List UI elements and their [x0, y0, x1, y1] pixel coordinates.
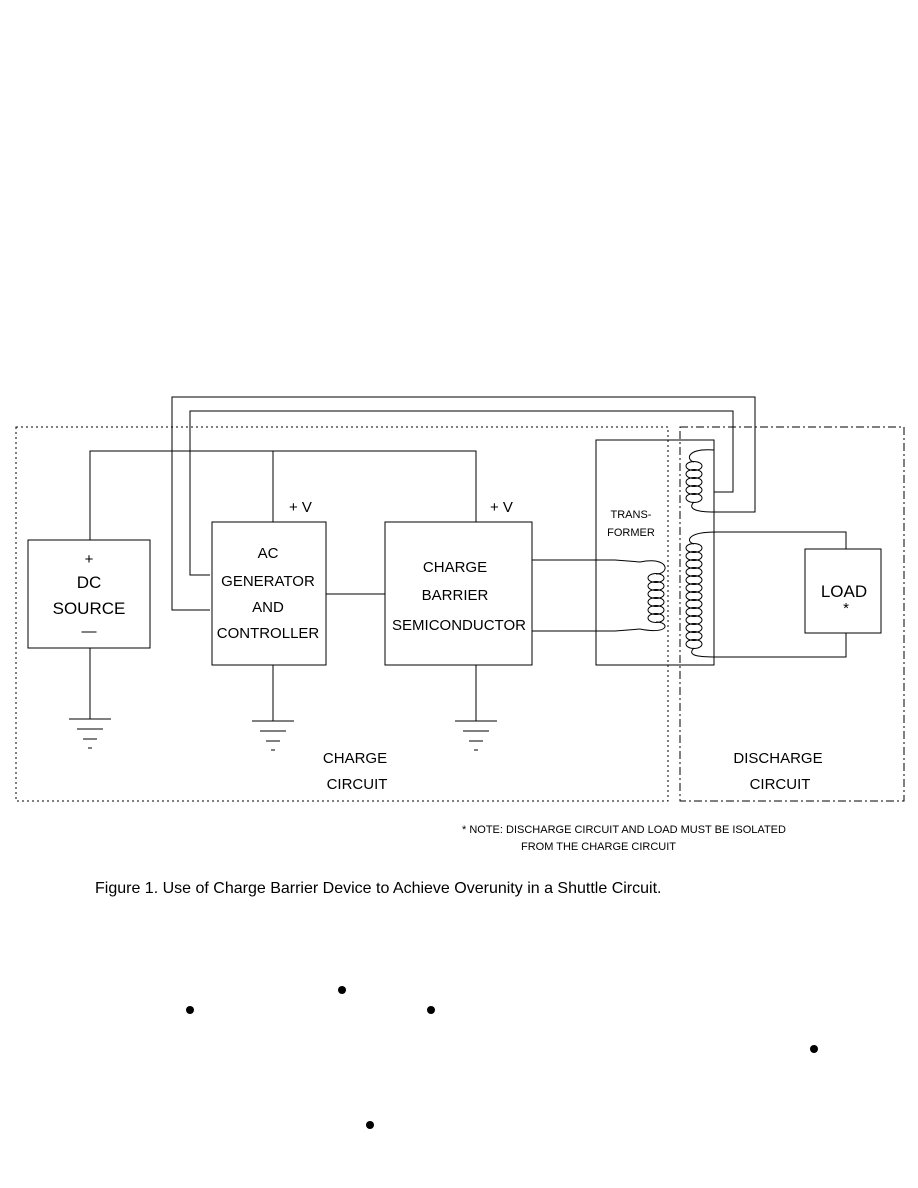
- load-asterisk: *: [843, 600, 849, 617]
- primary-wire-top: [532, 559, 641, 563]
- dc-source-block: [27, 539, 151, 649]
- isolation-note-line2: FROM THE CHARGE CIRCUIT: [521, 841, 676, 853]
- transformer-line2: FORMER: [607, 527, 655, 539]
- figure-caption: Figure 1. Use of Charge Barrier Device t…: [95, 880, 661, 897]
- speck-dot: [366, 1121, 374, 1129]
- ac-generator-supply-label: + V: [289, 499, 312, 516]
- load-block: [804, 548, 882, 634]
- feedback-wire-inner: [189, 410, 734, 576]
- speck-dot: [338, 986, 346, 994]
- ac-generator-line2: GENERATOR: [221, 573, 315, 590]
- ac-generator-line1: AC: [258, 545, 279, 562]
- speck-dot: [186, 1006, 194, 1014]
- dc-source-label-line1: DC: [77, 573, 102, 592]
- ground-icon: [455, 720, 497, 751]
- ac-generator-block: [211, 521, 327, 666]
- charge-barrier-line2: BARRIER: [422, 587, 489, 604]
- supply-rail: [89, 450, 477, 540]
- ground-icon: [69, 718, 111, 749]
- feedback-coil-icon: [685, 449, 715, 513]
- discharge-circuit-label-line2: CIRCUIT: [750, 776, 811, 793]
- load-label: LOAD: [821, 582, 867, 601]
- load-wire-bottom: [716, 633, 847, 658]
- primary-coil-icon: [639, 560, 666, 631]
- charge-barrier-supply-label: + V: [490, 499, 513, 516]
- speck-dot: [810, 1045, 818, 1053]
- charge-circuit-label-line1: CHARGE: [323, 750, 387, 767]
- feedback-wire-outer: [171, 396, 756, 611]
- charge-barrier-line1: CHARGE: [423, 559, 487, 576]
- load-wire-top: [716, 531, 847, 549]
- charge-circuit-boundary: [15, 426, 669, 802]
- discharge-circuit-boundary: [679, 426, 905, 802]
- ac-generator-line3: AND: [252, 599, 284, 616]
- ac-generator-line4: CONTROLLER: [217, 625, 320, 642]
- dc-source-plus: +: [85, 551, 94, 568]
- charge-barrier-block: [384, 521, 533, 666]
- transformer-block: [595, 439, 715, 666]
- charge-barrier-line3: SEMICONDUCTOR: [392, 617, 526, 634]
- dc-source-label-line2: SOURCE: [53, 599, 126, 618]
- isolation-note-line1: * NOTE: DISCHARGE CIRCUIT AND LOAD MUST …: [462, 824, 786, 836]
- dc-source-minus: —: [82, 623, 97, 640]
- charge-circuit-label-line2: CIRCUIT: [327, 776, 388, 793]
- primary-wire-bottom: [532, 628, 641, 632]
- discharge-circuit-label-line1: DISCHARGE: [733, 750, 822, 767]
- ground-icon: [252, 720, 294, 751]
- transformer-line1: TRANS-: [611, 509, 652, 521]
- discharge-coil-icon: [685, 531, 717, 658]
- speck-dot: [427, 1006, 435, 1014]
